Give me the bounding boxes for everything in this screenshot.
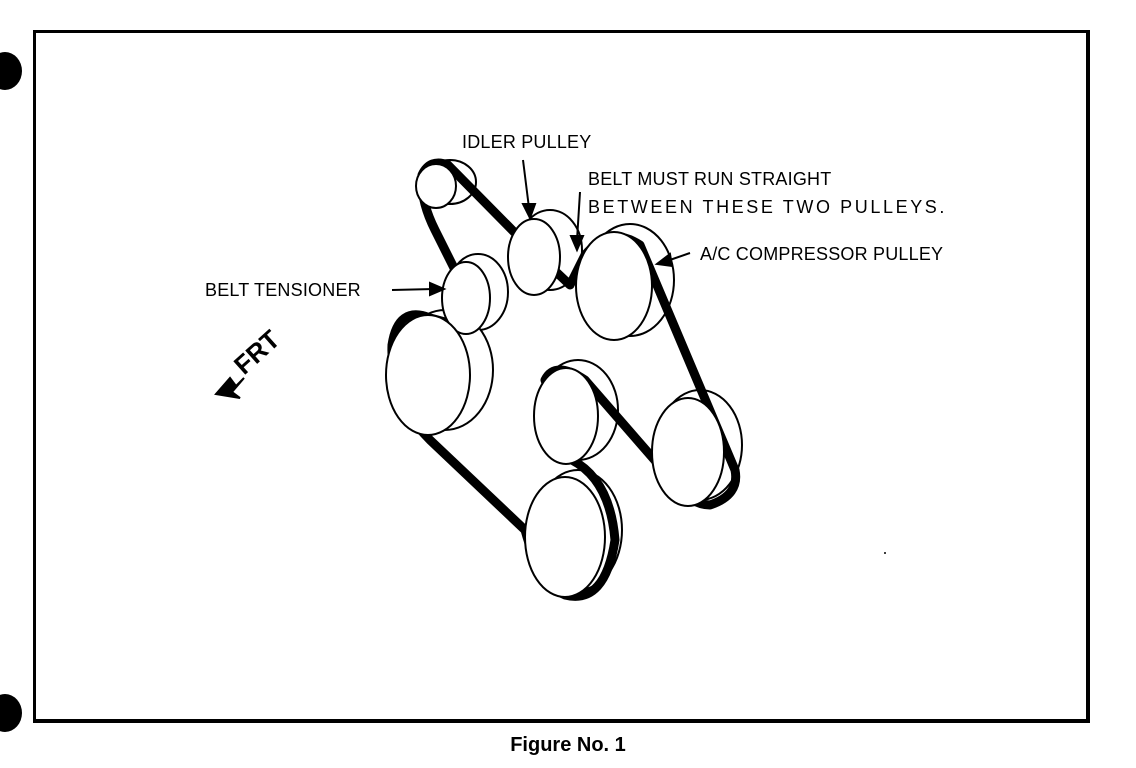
- idler-pulley: [507, 218, 561, 296]
- ac-compressor-arrowhead: [654, 252, 674, 268]
- binder-hole-bottom: [0, 694, 22, 732]
- front-direction-arrow: [214, 376, 245, 399]
- binder-hole-top: [0, 52, 22, 90]
- figure-caption: Figure No. 1: [510, 734, 626, 756]
- belt-tensioner-label: BELT TENSIONER: [205, 280, 361, 300]
- crankshaft-pulley: [385, 314, 471, 436]
- speck: [884, 552, 886, 554]
- belt-tensioner-leader: [391, 288, 435, 291]
- belt-straight-label-line1: BELT MUST RUN STRAIGHT: [588, 169, 832, 189]
- ac-compressor-pulley: [575, 231, 653, 341]
- alternator-pulley: [524, 476, 606, 598]
- ac-compressor-pulley-label: A/C COMPRESSOR PULLEY: [700, 244, 944, 264]
- water-pump-pulley: [651, 397, 725, 507]
- idler-pulley-label: IDLER PULLEY: [462, 132, 592, 152]
- idler-pulley-leader: [522, 159, 530, 209]
- idler-pulley-arrowhead: [521, 203, 537, 221]
- figure-frame: [33, 30, 1090, 723]
- belt-straight-leader: [576, 191, 581, 241]
- belt-straight-label-line2: BETWEEN THESE TWO PULLEYS.: [588, 197, 948, 217]
- power-steering-pulley: [533, 367, 599, 465]
- belt-tensioner-arrowhead: [429, 281, 447, 297]
- belt-tensioner-pulley: [441, 261, 491, 335]
- belt-straight-arrowhead: [569, 235, 585, 253]
- top-pulley: [415, 163, 457, 209]
